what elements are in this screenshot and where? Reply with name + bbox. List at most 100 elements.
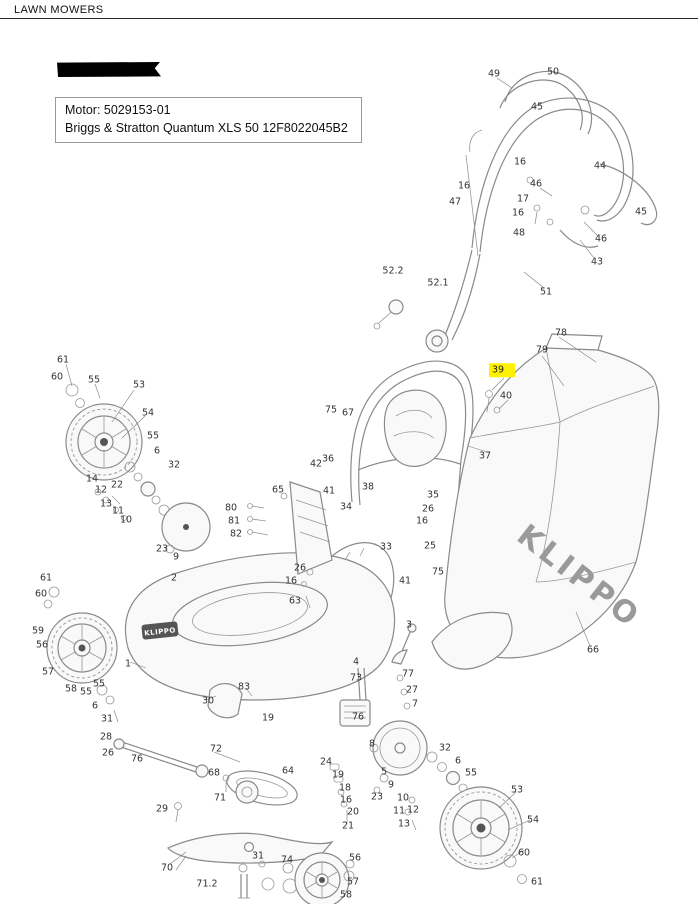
part-callout: 16 (511, 207, 525, 219)
exploded-diagram: KLIPPO KLIPPO (0, 20, 698, 904)
part-callout: 54 (141, 407, 155, 419)
part-callout: 52.1 (427, 277, 449, 289)
part-callout: 49 (487, 68, 501, 80)
part-callout: 6 (91, 700, 99, 712)
part-callout: 17 (516, 193, 530, 205)
part-callout: 25 (423, 540, 437, 552)
part-callout: 61 (39, 572, 53, 584)
part-callout: 41 (398, 575, 412, 587)
part-callout: 42 (309, 458, 323, 470)
deck-brand-text: KLIPPO (144, 626, 176, 637)
page-header: LAWN MOWERS (0, 0, 698, 19)
part-callout: 81 (227, 515, 241, 527)
part-callout: 3 (405, 619, 413, 631)
part-callout: 50 (546, 66, 560, 78)
part-callout: 37 (478, 450, 492, 462)
part-callout: 11 (111, 505, 125, 517)
part-callout: 13 (397, 818, 411, 830)
part-callout: 64 (281, 765, 295, 777)
part-callout: 45 (634, 206, 648, 218)
part-callout: 57 (346, 876, 360, 888)
part-callout: 33 (379, 541, 393, 553)
part-callout: 12 (94, 484, 108, 496)
part-callout: 5 (380, 766, 388, 778)
part-callout: 4 (352, 656, 360, 668)
part-callout: 7 (411, 698, 419, 710)
redacted-label (57, 62, 161, 77)
part-callout: 47 (448, 196, 462, 208)
part-callout: 18 (338, 782, 352, 794)
part-callout: 76 (351, 711, 365, 723)
part-callout: 58 (64, 683, 78, 695)
part-callout: 29 (155, 803, 169, 815)
part-callout: 45 (530, 101, 544, 113)
part-callout: 12 (406, 804, 420, 816)
part-callout: 65 (271, 484, 285, 496)
part-callout: 40 (499, 390, 513, 402)
part-callout: 27 (405, 684, 419, 696)
part-callout: 74 (280, 854, 294, 866)
part-callout: 72 (209, 743, 223, 755)
part-callout: 22 (110, 479, 124, 491)
part-callout: 32 (438, 742, 452, 754)
part-callout: 57 (41, 666, 55, 678)
part-callout: 46 (594, 233, 608, 245)
part-callout: 32 (167, 459, 181, 471)
part-callout: 13 (99, 498, 113, 510)
part-callout: 67 (341, 407, 355, 419)
part-callout: 26 (421, 503, 435, 515)
part-callout: 23 (155, 543, 169, 555)
part-callout: 61 (530, 876, 544, 888)
part-callout: 60 (50, 371, 64, 383)
part-callout: 14 (85, 473, 99, 485)
part-callout: 71 (213, 792, 227, 804)
part-callout: 8 (368, 738, 376, 750)
part-callout: 34 (339, 501, 353, 513)
part-callout: 26 (293, 562, 307, 574)
part-callout: 60 (517, 847, 531, 859)
part-callout: 2 (170, 572, 178, 584)
motor-number-line: Motor: 5029153-01 (65, 103, 171, 117)
part-callout: 66 (586, 644, 600, 656)
part-callout: 28 (99, 731, 113, 743)
part-callout: 9 (172, 551, 180, 563)
part-callout: 51 (539, 286, 553, 298)
part-callout: 16 (415, 515, 429, 527)
part-callout: 54 (526, 814, 540, 826)
part-callout: 16 (513, 156, 527, 168)
part-callout: 11 (392, 805, 406, 817)
part-callout: 75 (431, 566, 445, 578)
part-callout: 56 (35, 639, 49, 651)
part-callout: 56 (348, 852, 362, 864)
part-callout: 71.2 (196, 878, 218, 890)
part-callout: 41 (322, 485, 336, 497)
part-callout: 55 (92, 678, 106, 690)
part-callout: 76 (130, 753, 144, 765)
part-callout: 31 (251, 850, 265, 862)
part-callout: 23 (370, 791, 384, 803)
part-callout: 1 (124, 658, 132, 670)
part-callout: 31 (100, 713, 114, 725)
part-callout: 63 (288, 595, 302, 607)
part-callout: 30 (201, 695, 215, 707)
part-callout: 24 (319, 756, 333, 768)
part-callout: 61 (56, 354, 70, 366)
part-callout: 38 (361, 481, 375, 493)
part-callout: 55 (87, 374, 101, 386)
part-callout: 53 (510, 784, 524, 796)
part-callout: 16 (339, 794, 353, 806)
part-callout: 48 (512, 227, 526, 239)
part-callout: 58 (339, 889, 353, 901)
part-callout: 55 (79, 686, 93, 698)
part-callout: 26 (101, 747, 115, 759)
part-callout: 60 (34, 588, 48, 600)
part-callout: 52.2 (382, 265, 404, 277)
part-callout: 80 (224, 502, 238, 514)
part-callout: 20 (346, 806, 360, 818)
part-callout: 70 (160, 862, 174, 874)
deck-brand-decal: KLIPPO (141, 621, 179, 640)
part-callout: 83 (237, 681, 251, 693)
part-callout: 16 (457, 180, 471, 192)
